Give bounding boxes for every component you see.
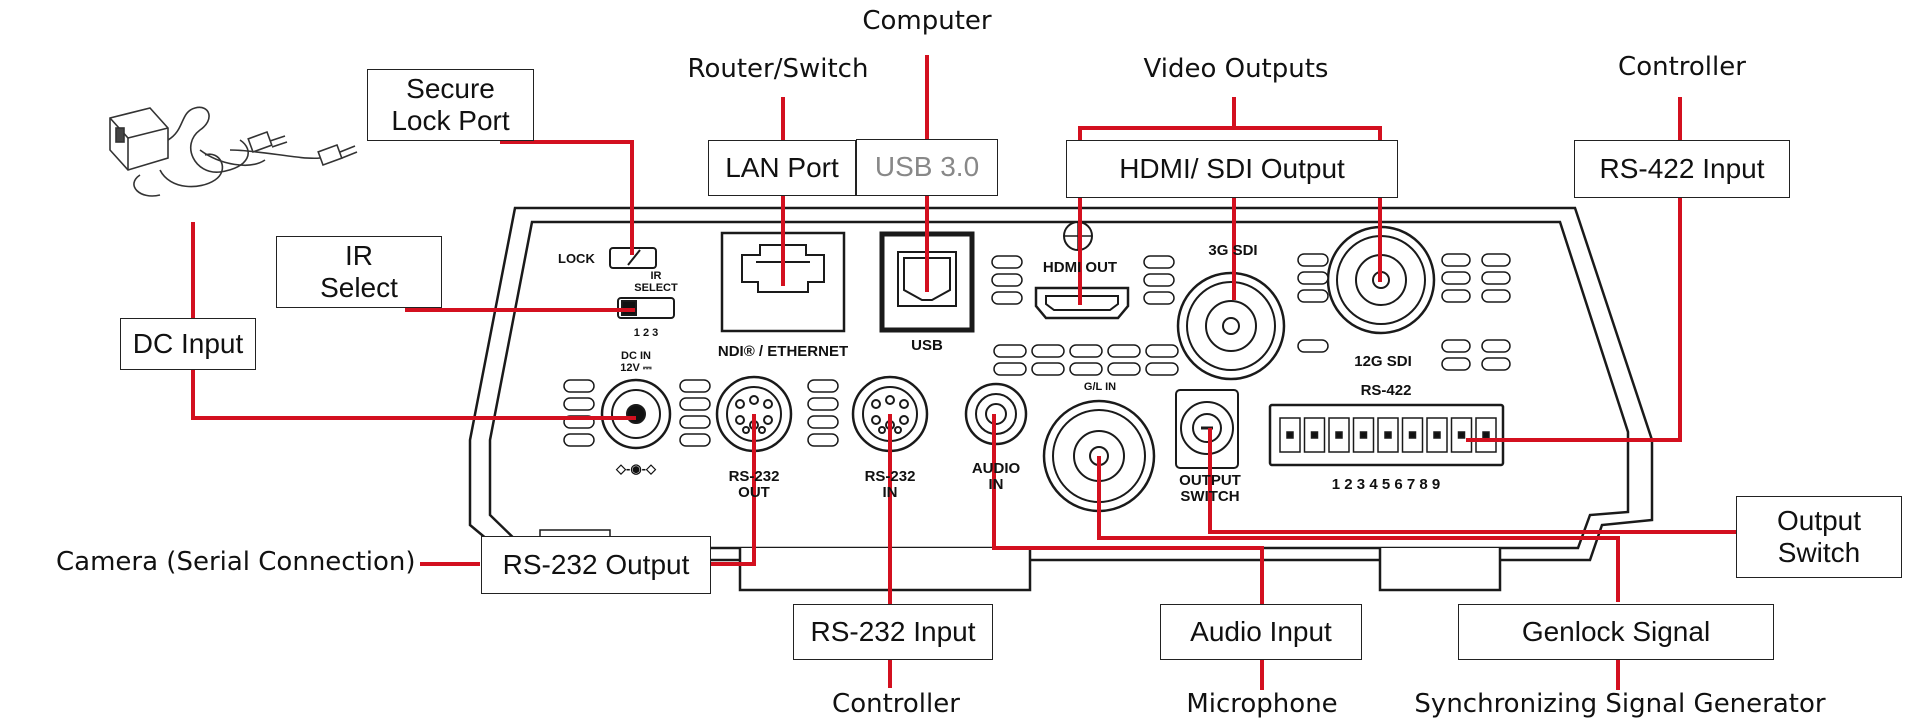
vent-slot [993, 344, 1027, 358]
callout-lines [191, 55, 1737, 690]
rs232-output-callout: RS-232 Output [481, 536, 711, 594]
controller-bottom-label: Controller [832, 689, 960, 719]
panel-ir-positions: 1 2 3 [633, 327, 659, 339]
vent-slot [679, 415, 711, 429]
vent-slot [1481, 339, 1511, 353]
vent-slot [1031, 344, 1065, 358]
microphone-label: Microphone [1186, 689, 1338, 719]
vent-slot [679, 433, 711, 447]
vent-slot [991, 255, 1023, 269]
rs422-pin-dot [1482, 431, 1490, 439]
vent-slot [807, 415, 839, 429]
panel-ndi-ethernet-label: NDI® / ETHERNET [717, 343, 849, 360]
panel-ir-select-label: IR SELECT [634, 270, 678, 294]
vent-slot [1297, 289, 1329, 303]
vent-slot [679, 397, 711, 411]
rs422-pin-dot [1384, 431, 1392, 439]
dc-input-callout: DC Input [120, 318, 256, 370]
panel-3g-sdi-label: 3G SDI [1208, 242, 1258, 259]
vent-slot [1441, 271, 1471, 285]
panel-polarity-symbol: ◇-◉-◇ [616, 461, 656, 476]
rs422-pin-dot [1433, 431, 1441, 439]
vent-slot [1441, 253, 1471, 267]
video-outputs-label: Video Outputs [1143, 54, 1329, 84]
rs422-pin-dot [1457, 431, 1466, 439]
router-switch-label: Router/Switch [687, 54, 869, 84]
camera-serial-label: Camera (Serial Connection) [56, 547, 416, 577]
panel-rs422-label: RS-422 [1360, 382, 1412, 399]
vent-slots [563, 253, 1511, 447]
output-switch-dial[interactable] [1175, 389, 1239, 469]
usb-callout: USB 3.0 [856, 139, 998, 196]
vent-slot [1441, 289, 1471, 303]
vent-slot [1143, 273, 1175, 287]
panel-rs232-in-label: RS-232 IN [864, 468, 916, 501]
vent-slot [1107, 362, 1141, 376]
controller-top-label: Controller [1618, 52, 1746, 82]
vent-slot [1481, 357, 1511, 371]
panel-output-switch-label: OUTPUT SWITCH [1179, 472, 1241, 505]
panel-gl-in-label: G/L IN [1083, 381, 1117, 393]
vent-slot [1441, 357, 1471, 371]
secure-lock-port-callout: Secure Lock Port [367, 69, 534, 141]
computer-label: Computer [862, 6, 992, 36]
vent-slot [1143, 255, 1175, 269]
dc-in-connector [600, 378, 672, 450]
vent-slot [1481, 253, 1511, 267]
panel-lock-label: LOCK [558, 251, 595, 266]
panel-12g-sdi-label: 12G SDI [1354, 353, 1412, 370]
vent-slot [807, 433, 839, 447]
vent-slot [807, 397, 839, 411]
lan-port-callout: LAN Port [708, 140, 856, 196]
vent-slot [563, 379, 595, 393]
rs422-input-callout: RS-422 Input [1574, 140, 1790, 198]
audio-input-callout: Audio Input [1160, 604, 1362, 660]
ir-select-callout: IR Select [276, 236, 442, 308]
vent-slot [563, 397, 595, 411]
rs422-pin-dot [1310, 431, 1319, 439]
vent-slot [1145, 362, 1179, 376]
vent-slot [807, 379, 839, 393]
vent-slot [679, 379, 711, 393]
panel-rs232-out-label: RS-232 OUT [728, 468, 780, 501]
vent-slot [1107, 344, 1141, 358]
vent-slot [991, 273, 1023, 287]
vent-slot [1297, 271, 1329, 285]
vent-slot [1069, 344, 1103, 358]
vent-slot [1145, 344, 1179, 358]
vent-slot [1031, 362, 1065, 376]
vent-slot [1481, 289, 1511, 303]
vent-slot [563, 433, 595, 447]
sync-generator-label: Synchronizing Signal Generator [1414, 689, 1826, 719]
vent-slot [1481, 271, 1511, 285]
panel-usb-label: USB [911, 337, 943, 354]
rs422-pin-dot [1286, 431, 1294, 439]
rs422-pins [1279, 417, 1497, 453]
panel-hdmi-out-label: HDMI OUT [1042, 259, 1118, 276]
vent-slot [1143, 291, 1175, 305]
panel-dc-in-label: DC IN 12V ⎓ [620, 350, 652, 374]
vent-slot [1297, 339, 1329, 353]
rs422-pin-dot [1359, 431, 1368, 439]
vent-slot [993, 362, 1027, 376]
genlock-signal-callout: Genlock Signal [1458, 604, 1774, 660]
hdmi-sdi-output-callout: HDMI/ SDI Output [1066, 140, 1398, 198]
power-adapter-icon [109, 106, 358, 197]
vent-slot [1069, 362, 1103, 376]
vent-slot [991, 291, 1023, 305]
panel-audio-in-label: AUDIO IN [971, 460, 1021, 493]
panel-rs422-pin-numbers: 1 2 3 4 5 6 7 8 9 [1331, 476, 1441, 493]
rs422-pin-dot [1335, 431, 1343, 439]
sdi-3g-connector [1176, 271, 1286, 381]
vent-slot [1297, 253, 1329, 267]
vent-slot [1441, 339, 1471, 353]
output-switch-callout: Output Switch [1736, 496, 1902, 578]
rs422-pin-dot [1408, 431, 1417, 439]
rs232-input-callout: RS-232 Input [793, 604, 993, 660]
